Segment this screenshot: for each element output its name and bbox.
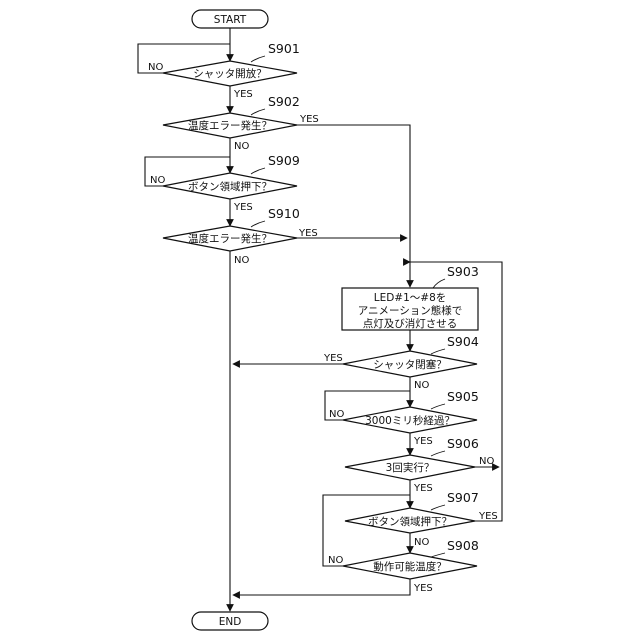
- svg-text:YES: YES: [299, 114, 319, 125]
- svg-text:YES: YES: [478, 511, 498, 522]
- svg-text:YES: YES: [323, 353, 343, 364]
- svg-text:ボタン領域押下？: ボタン領域押下？: [188, 180, 272, 193]
- svg-text:YES: YES: [413, 436, 433, 447]
- svg-text:シャッタ開放？: シャッタ開放？: [193, 67, 267, 80]
- svg-text:シャッタ閉塞？: シャッタ閉塞？: [373, 358, 447, 371]
- svg-text:NO: NO: [329, 409, 344, 420]
- svg-text:END: END: [219, 616, 242, 628]
- decision-s902: 温度エラー発生？ S902 YES NO: [163, 94, 319, 152]
- svg-text:S901: S901: [268, 41, 300, 56]
- svg-text:S906: S906: [447, 436, 479, 451]
- svg-text:アニメーション態様で: アニメーション態様で: [358, 304, 463, 317]
- svg-text:3000ミリ秒経過？: 3000ミリ秒経過？: [365, 414, 455, 427]
- svg-text:S909: S909: [268, 153, 300, 168]
- svg-text:点灯及び消灯させる: 点灯及び消灯させる: [363, 317, 458, 330]
- svg-text:S903: S903: [447, 264, 479, 279]
- svg-text:ボタン領域押下？: ボタン領域押下？: [368, 515, 452, 528]
- decision-s908: 動作可能温度？ S908 NO YES: [328, 538, 479, 594]
- svg-text:NO: NO: [150, 175, 165, 186]
- svg-text:3回実行？: 3回実行？: [386, 461, 435, 474]
- start-terminal: START: [192, 10, 268, 28]
- decision-s901: シャッタ開放？ S901 NO YES: [148, 41, 300, 100]
- decision-s904: シャッタ閉塞？ S904 YES NO: [323, 334, 479, 391]
- svg-text:S902: S902: [268, 94, 300, 109]
- svg-text:S907: S907: [447, 490, 479, 505]
- svg-text:START: START: [214, 14, 247, 26]
- decision-s909: ボタン領域押下？ S909 NO YES: [150, 153, 300, 213]
- end-terminal: END: [192, 612, 268, 630]
- svg-text:S910: S910: [268, 206, 300, 221]
- svg-text:YES: YES: [298, 228, 318, 239]
- svg-text:温度エラー発生？: 温度エラー発生？: [188, 119, 272, 132]
- svg-text:NO: NO: [414, 537, 429, 548]
- svg-text:YES: YES: [233, 89, 253, 100]
- svg-text:S908: S908: [447, 538, 479, 553]
- svg-text:LED#1～#8を: LED#1～#8を: [374, 292, 447, 304]
- svg-text:NO: NO: [479, 456, 494, 467]
- svg-text:NO: NO: [328, 555, 343, 566]
- svg-text:NO: NO: [148, 62, 163, 73]
- svg-text:温度エラー発生？: 温度エラー発生？: [188, 232, 272, 245]
- svg-text:NO: NO: [234, 255, 249, 266]
- svg-text:動作可能温度？: 動作可能温度？: [373, 560, 447, 573]
- svg-text:YES: YES: [233, 202, 253, 213]
- svg-text:NO: NO: [234, 141, 249, 152]
- svg-text:YES: YES: [413, 583, 433, 594]
- svg-text:NO: NO: [414, 380, 429, 391]
- decision-s910: 温度エラー発生？ S910 YES NO: [163, 206, 318, 266]
- svg-text:S905: S905: [447, 389, 479, 404]
- svg-text:YES: YES: [413, 483, 433, 494]
- svg-text:S904: S904: [447, 334, 479, 349]
